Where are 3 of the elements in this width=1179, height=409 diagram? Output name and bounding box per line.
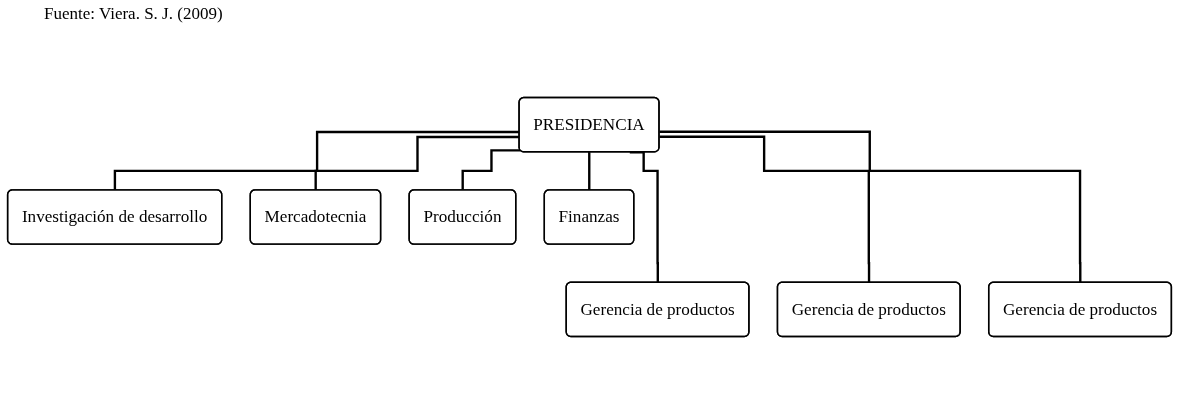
source-caption: Fuente: Viera. S. J. (2009) [44, 4, 223, 24]
connector [659, 130, 1082, 284]
connector [659, 135, 871, 284]
